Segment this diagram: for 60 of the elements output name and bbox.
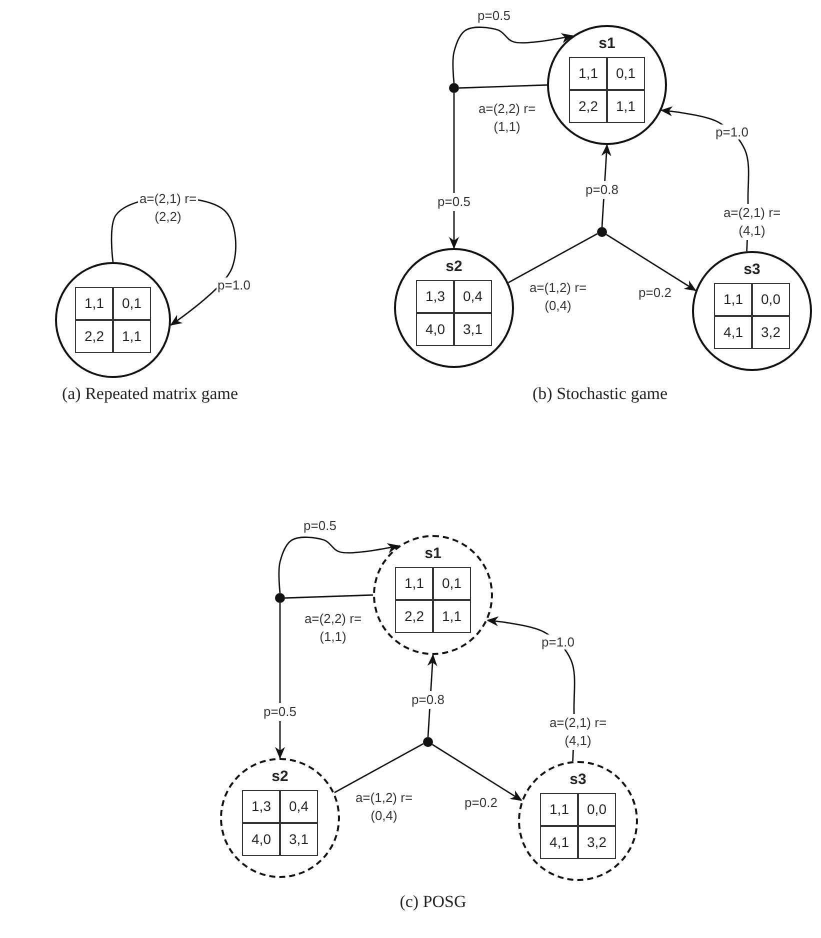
junction-dot	[275, 593, 285, 603]
connector-line	[508, 233, 598, 284]
payoff-value: 3,2	[578, 826, 615, 858]
edge-label: a=(2,1) r=(4,1)	[722, 204, 782, 240]
probability-label: p=1.0	[714, 124, 750, 140]
payoff-value: 0,1	[608, 58, 644, 90]
connector-line	[334, 743, 424, 794]
edge-label: a=(2,1) r=(4,1)	[548, 714, 608, 750]
figure-caption: (c) POSG	[400, 892, 466, 912]
payoff-value: 1,1	[608, 90, 644, 122]
payoff-value: 1,1	[715, 284, 752, 316]
arrow	[275, 603, 285, 759]
payoff-value: 3,1	[280, 824, 317, 855]
arrow	[606, 234, 696, 292]
payoff-value: 2,2	[570, 90, 606, 122]
junction-dot	[597, 227, 607, 237]
edge-label: p=0.5	[262, 703, 298, 721]
payoff-value: 0,1	[434, 568, 470, 600]
state-name: s3	[570, 770, 586, 788]
junction-dot	[449, 83, 459, 93]
connector-line	[458, 84, 548, 89]
payoff-value: 4,0	[243, 824, 280, 855]
figure-caption: (a) Repeated matrix game	[62, 384, 238, 404]
payoff-value: 2,2	[396, 600, 432, 632]
payoff-value: 1,1	[114, 320, 150, 352]
payoff-value: 2,2	[76, 320, 112, 352]
state-name: s3	[744, 260, 760, 278]
junction-dot	[423, 737, 433, 747]
payoff-value: 1,1	[396, 568, 432, 600]
payoff-value: 4,1	[541, 826, 578, 858]
payoff-value: 0,1	[114, 288, 150, 320]
payoff-value: 1,1	[541, 794, 578, 826]
payoff-value: 3,1	[454, 314, 491, 345]
payoff-value: 4,1	[715, 316, 752, 348]
payoff-value: 1,1	[570, 58, 606, 90]
payoff-value: 3,2	[752, 316, 789, 348]
payoff-value: 1,1	[434, 600, 470, 632]
payoff-value: 0,0	[752, 284, 789, 316]
state-name: s1	[598, 34, 616, 52]
edge-label: p=0.8	[410, 691, 446, 709]
state-name: s2	[272, 768, 288, 785]
payoff-value: 1,3	[243, 791, 280, 822]
payoff-value: 0,0	[578, 794, 615, 826]
state-name: s2	[446, 258, 462, 275]
payoff-value: 1,1	[76, 288, 112, 320]
payoff-value: 0,4	[454, 281, 491, 312]
arrow	[452, 26, 574, 84]
probability-label: p=1.0	[540, 634, 576, 650]
arrow	[449, 93, 459, 249]
state-name: s1	[424, 544, 442, 562]
payoff-value: 4,0	[417, 314, 454, 345]
payoff-value: 0,4	[280, 791, 317, 822]
payoff-value: 1,3	[417, 281, 454, 312]
connector-line	[284, 594, 374, 599]
figure-caption: (b) Stochastic game	[532, 384, 668, 404]
arrow	[278, 536, 400, 594]
edge-label: p=0.8	[584, 181, 620, 199]
arrow	[432, 744, 522, 802]
probability-label: p=1.0	[216, 278, 252, 292]
edge-label: p=0.5	[436, 193, 472, 211]
